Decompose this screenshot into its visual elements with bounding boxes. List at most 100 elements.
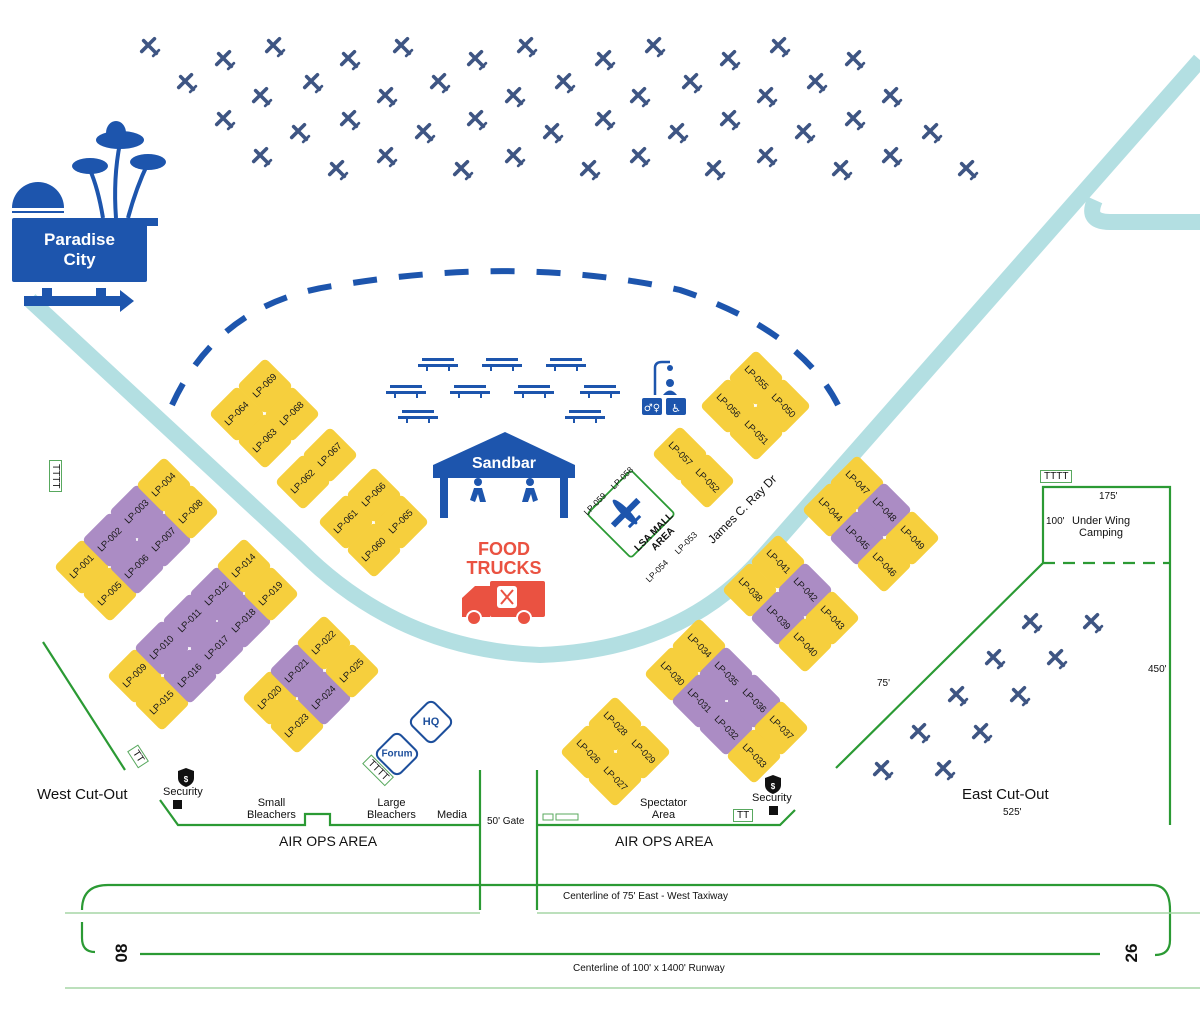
hq-label: HQ — [422, 716, 440, 728]
parked-airplane-icon — [214, 49, 236, 71]
lot-label: LP-005 — [95, 579, 125, 609]
small-bleachers-line-1: Small — [257, 797, 286, 809]
food-truck-icon — [462, 581, 545, 626]
dimension-75: 75' — [877, 678, 891, 689]
runway-label: Centerline of 100' x 1400' Runway — [573, 963, 725, 974]
lot-label: LP-044 — [815, 495, 845, 525]
security-icon: $ — [173, 768, 194, 809]
north-plane-parking — [139, 36, 979, 181]
security-label-east: Security — [752, 792, 792, 804]
parked-airplane-icon — [1046, 648, 1068, 670]
parked-airplane-icon — [794, 122, 816, 144]
paradise-city-sign: Paradise City — [12, 218, 147, 282]
lot-label: LP-065 — [386, 507, 416, 537]
parked-airplane-icon — [957, 159, 979, 181]
lot-label: LP-025 — [337, 656, 367, 686]
lot-label: LP-052 — [692, 466, 722, 496]
picnic-table-icon — [546, 358, 586, 371]
parked-airplane-icon — [139, 36, 161, 58]
lot-label: LP-064 — [222, 399, 252, 429]
lot-label: LP-019 — [256, 579, 286, 609]
lot-label: LP-042 — [790, 575, 820, 605]
lot-label: LP-061 — [331, 507, 361, 537]
road-west[interactable] — [24, 54, 1200, 664]
small-bleachers-line-2: Bleachers — [247, 809, 296, 821]
picnic-tables — [386, 358, 620, 423]
parked-airplane-icon — [1009, 685, 1031, 707]
lot-label: LP-022 — [309, 628, 339, 658]
lot-label: LP-041 — [763, 547, 793, 577]
lot-label: LP-017 — [202, 633, 232, 663]
large-bleachers-line-1: Large — [377, 797, 406, 809]
airplane-icon — [610, 497, 642, 529]
lot-label: LP-055 — [741, 363, 771, 393]
seated-person-icon — [522, 478, 538, 502]
lot-label: LP-036 — [739, 686, 769, 716]
dimension-175: 175' — [1099, 491, 1118, 502]
security-icon: $ — [765, 775, 781, 815]
parked-airplane-icon — [844, 109, 866, 131]
lot-label: LP-033 — [739, 741, 769, 771]
parked-airplane-icon — [1021, 612, 1043, 634]
east-cut-out-plane-parking — [872, 612, 1104, 781]
under-wing-line-2: Camping — [1079, 527, 1124, 539]
dimension-450: 450' — [1148, 664, 1167, 675]
lot-label: LP-028 — [600, 709, 630, 739]
lot-label: LP-011 — [175, 606, 205, 636]
lot-label: LP-050 — [768, 391, 798, 421]
parked-airplane-icon — [504, 146, 526, 168]
dimension-525: 525' — [1003, 807, 1022, 818]
lot-label: LP-063 — [250, 426, 280, 456]
parked-airplane-icon — [251, 86, 273, 108]
parked-airplane-icon — [251, 146, 273, 168]
runway-edges — [65, 912, 1200, 989]
picnic-table-icon — [514, 385, 554, 398]
lot-label: LP-002 — [95, 525, 125, 555]
lot-label: LP-012 — [202, 579, 232, 609]
parked-airplane-icon — [831, 159, 853, 181]
lot-label: LP-004 — [149, 470, 179, 500]
lot-label: LP-067 — [315, 440, 345, 470]
lot-label: LP-034 — [684, 631, 714, 661]
lot-label: LP-038 — [735, 575, 765, 605]
gate-label: 50' Gate — [487, 816, 525, 827]
picnic-table-icon — [398, 410, 438, 423]
lot-label: LP-035 — [711, 659, 741, 689]
runway-number-east: 26 — [1122, 944, 1141, 963]
lot-label: LP-029 — [628, 737, 658, 767]
lot-label: LP-027 — [600, 764, 630, 794]
parked-airplane-icon — [921, 122, 943, 144]
parked-airplane-icon — [579, 159, 601, 181]
sandbar-label: Sandbar — [472, 455, 536, 472]
lot-label: LP-047 — [842, 468, 872, 498]
parked-airplane-icon — [719, 109, 741, 131]
parked-airplane-icon — [629, 86, 651, 108]
parked-airplane-icon — [264, 36, 286, 58]
parked-airplane-icon — [176, 72, 198, 94]
west-cut-out-label: West Cut-Out — [37, 786, 128, 803]
svg-text:♿: ♿ — [671, 402, 681, 415]
parked-airplane-icon — [806, 72, 828, 94]
lot-label: LP-054 — [644, 557, 671, 584]
lot-label: LP-006 — [122, 552, 152, 582]
parked-airplane-icon — [756, 86, 778, 108]
lot-label: LP-045 — [842, 523, 872, 553]
lot-label: LP-046 — [869, 550, 899, 580]
dimension-100: 100' — [1046, 516, 1065, 527]
parked-airplane-icon — [289, 122, 311, 144]
parked-airplane-icon — [756, 146, 778, 168]
lot-label: LP-010 — [147, 633, 177, 663]
boundary-lines — [42, 485, 1172, 957]
parked-airplane-icon — [376, 86, 398, 108]
parked-airplane-icon — [392, 36, 414, 58]
taxiway-label: Centerline of 75' East - West Taxiway — [563, 891, 728, 902]
road-east-spur[interactable] — [1084, 196, 1200, 230]
parked-airplane-icon — [214, 109, 236, 131]
under-wing-line-1: Under Wing — [1072, 515, 1131, 527]
parked-airplane-icon — [466, 49, 488, 71]
parked-airplane-icon — [872, 759, 894, 781]
picnic-table-icon — [450, 385, 490, 398]
lot-label: LP-048 — [869, 495, 899, 525]
picnic-table-icon — [482, 358, 522, 371]
